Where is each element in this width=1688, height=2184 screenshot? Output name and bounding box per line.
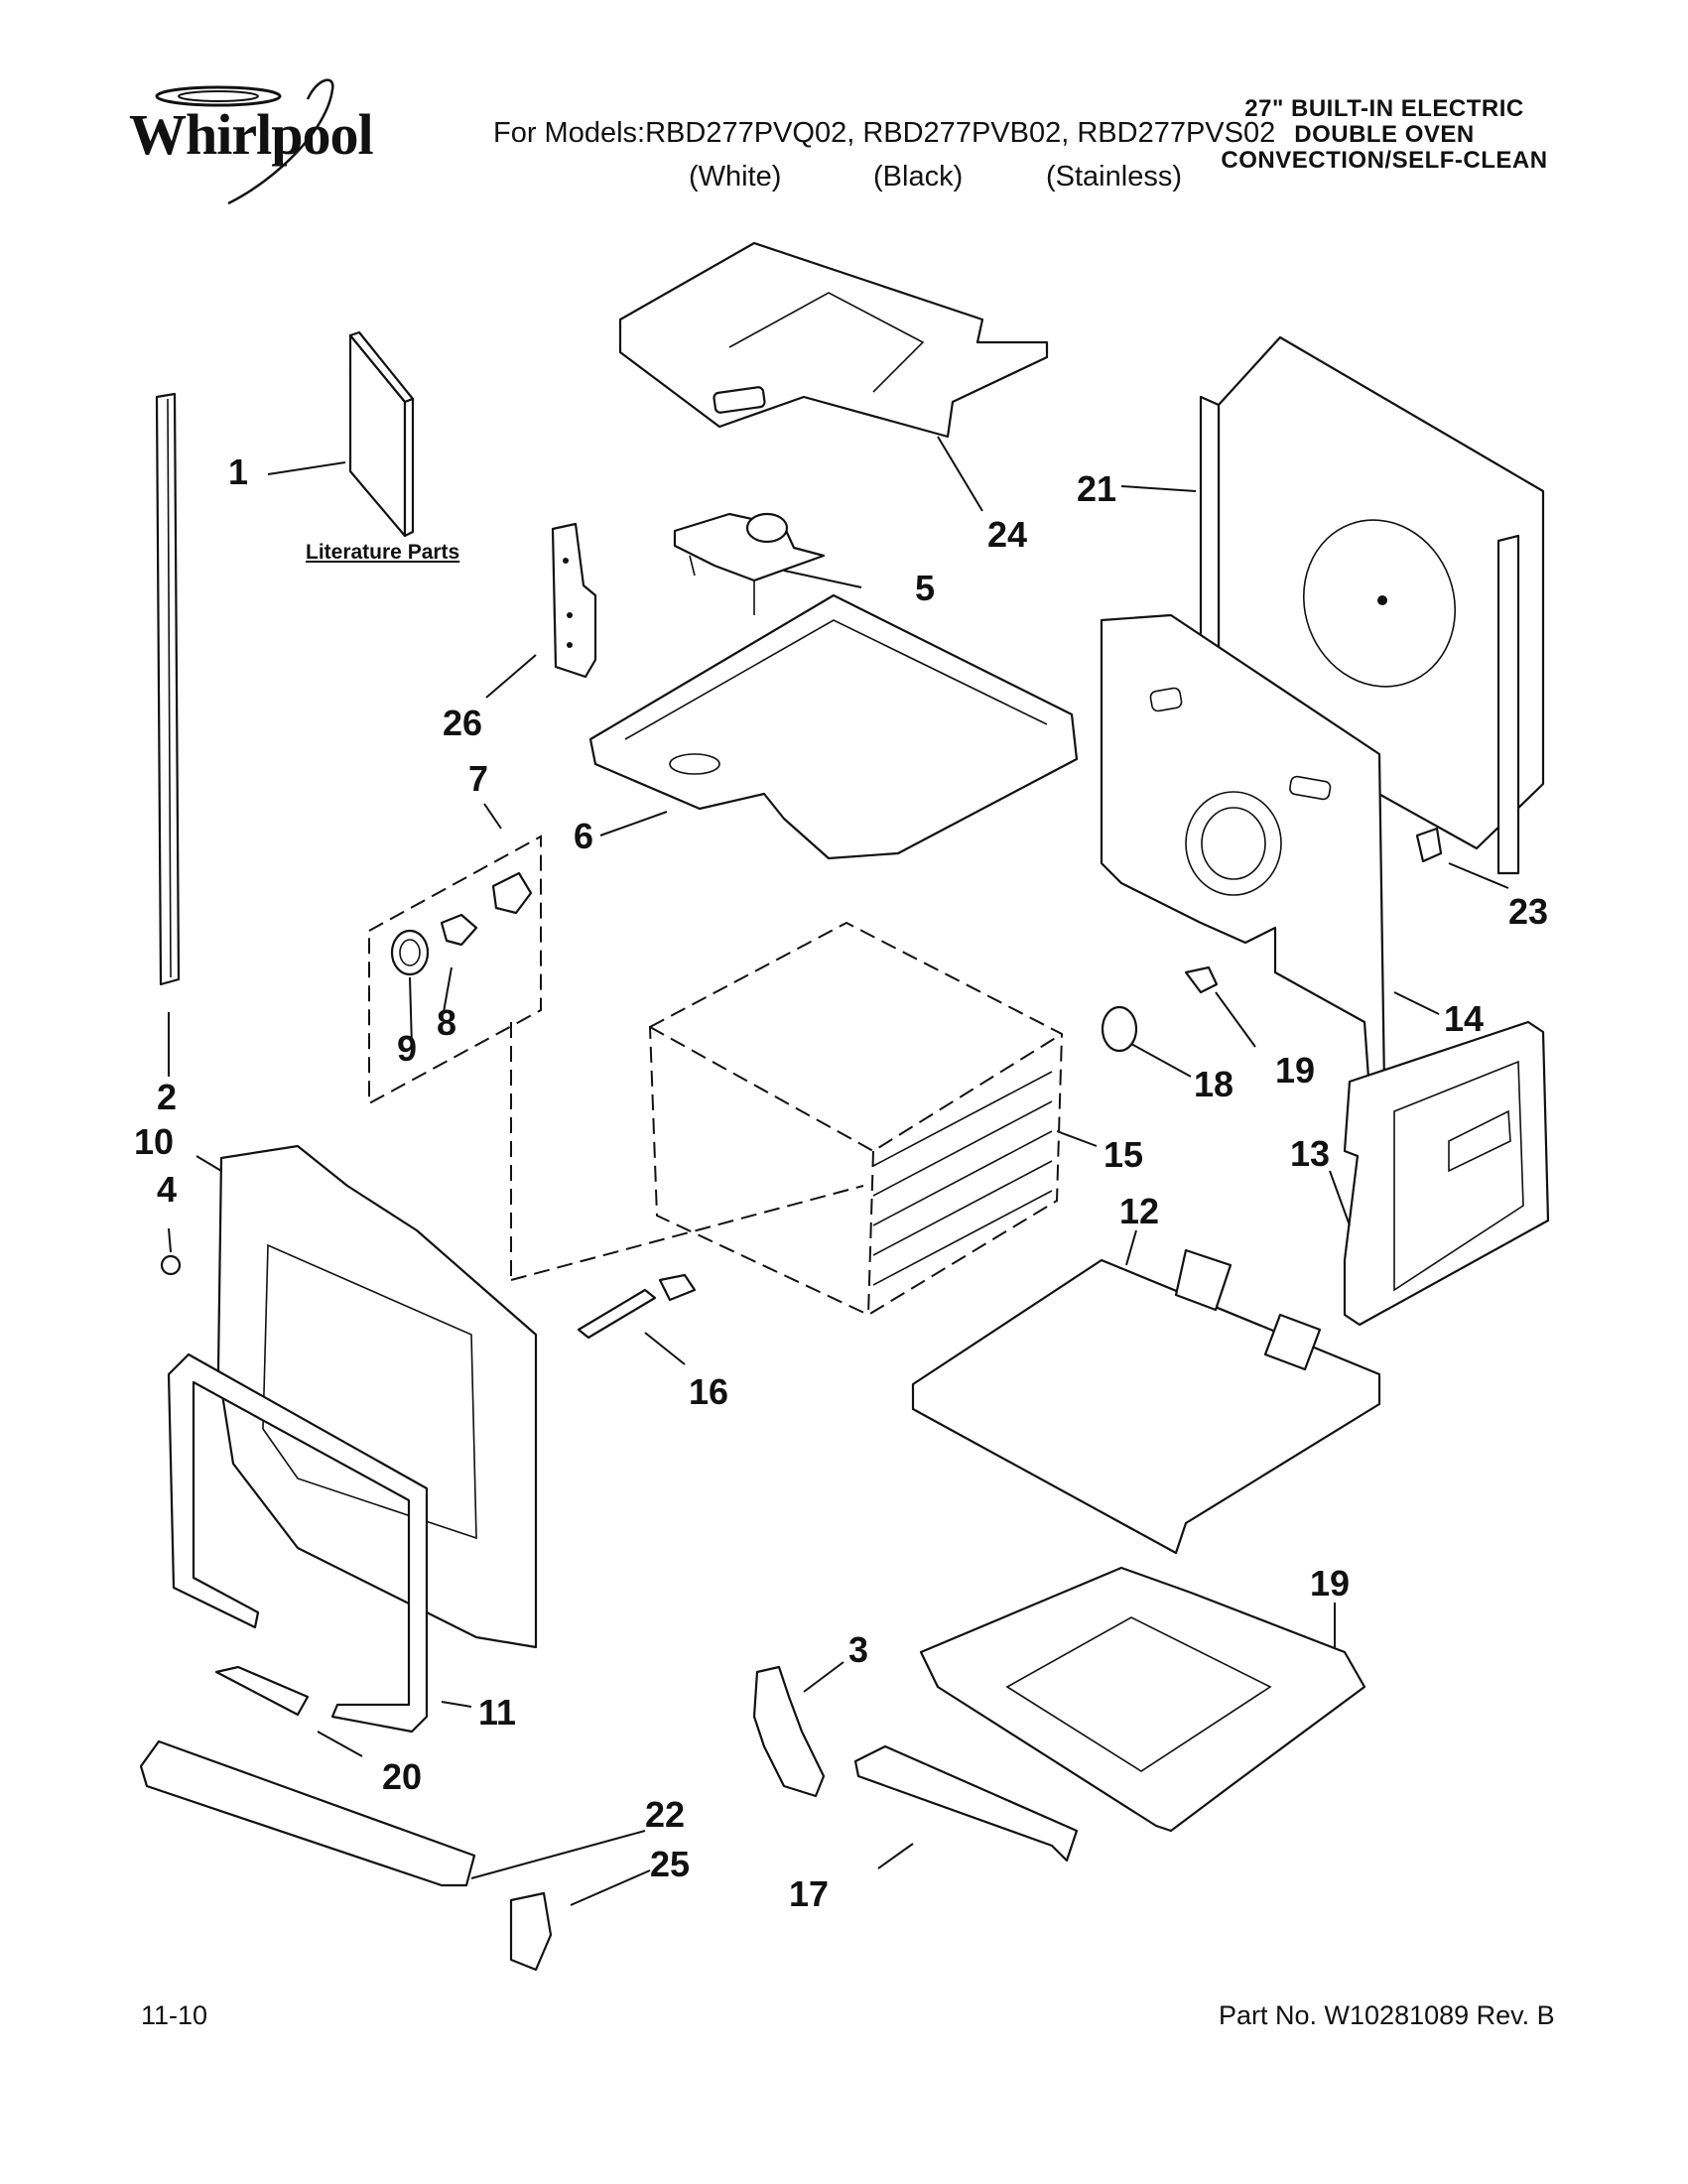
product-title-line2: DOUBLE OVEN xyxy=(1294,121,1475,148)
callout-2: 2 xyxy=(157,1077,178,1117)
callout-9: 9 xyxy=(397,1028,418,1069)
callout-7: 7 xyxy=(468,758,489,799)
callout-10: 10 xyxy=(134,1121,175,1162)
part-convection-panel xyxy=(1100,613,1386,1093)
part-lower-assembly xyxy=(752,1566,1366,1863)
part-side-bracket xyxy=(551,522,597,679)
part-oven-cavity xyxy=(510,921,1064,1317)
part-control-module xyxy=(673,512,826,615)
callout-25: 25 xyxy=(650,1844,691,1884)
product-title-line1: 27" BUILT-IN ELECTRIC xyxy=(1244,95,1524,122)
part-bottom-trim xyxy=(139,1665,553,1972)
color-stainless-label: (Stainless) xyxy=(1046,161,1182,193)
part-door-gasket xyxy=(167,1352,429,1734)
part-light-assembly-group xyxy=(368,835,542,1280)
part-bottom-shelf xyxy=(911,1248,1381,1555)
callout-26: 26 xyxy=(443,703,483,743)
callout-24: 24 xyxy=(987,514,1028,555)
callout-15: 15 xyxy=(1104,1134,1144,1175)
part-literature xyxy=(348,330,415,538)
literature-parts-label: Literature Parts xyxy=(306,541,460,564)
callout-4: 4 xyxy=(157,1169,178,1210)
color-white-label: (White) xyxy=(689,161,782,193)
callout-8: 8 xyxy=(437,1002,457,1043)
callout-5: 5 xyxy=(915,568,936,608)
callout-14: 14 xyxy=(1444,998,1485,1039)
part-temp-sensor xyxy=(577,1273,697,1340)
footer-date: 11-10 xyxy=(141,2000,208,2030)
footer-part-number: Part No. W10281089 Rev. B xyxy=(1219,2000,1555,2030)
callout-11: 11 xyxy=(478,1692,517,1733)
callout-13: 13 xyxy=(1290,1133,1331,1174)
color-black-label: (Black) xyxy=(873,161,964,193)
leader-lines xyxy=(168,436,1509,1906)
callout-21: 21 xyxy=(1077,468,1117,509)
callout-19-lower: 19 xyxy=(1310,1563,1351,1604)
callout-20: 20 xyxy=(382,1756,423,1797)
callout-1: 1 xyxy=(228,451,249,492)
callout-22: 22 xyxy=(645,1794,686,1835)
part-side-panel xyxy=(1343,1020,1550,1327)
part-oven-top xyxy=(588,593,1079,860)
callout-17: 17 xyxy=(789,1873,830,1914)
part-trim-strip xyxy=(155,392,181,986)
callout-18: 18 xyxy=(1194,1064,1234,1104)
part-small-components xyxy=(1101,827,1443,1053)
callout-6: 6 xyxy=(574,816,594,856)
whirlpool-logo: Whirlpool xyxy=(129,69,397,218)
callout-16: 16 xyxy=(689,1371,729,1412)
callout-12: 12 xyxy=(1119,1191,1160,1231)
part-top-shield xyxy=(618,241,1049,439)
product-title-line3: CONVECTION/SELF-CLEAN xyxy=(1221,147,1548,174)
callout-19-upper: 19 xyxy=(1275,1050,1316,1091)
part-door-frame xyxy=(160,1144,538,1649)
brand-wordmark: Whirlpool xyxy=(129,102,374,167)
callout-23: 23 xyxy=(1508,891,1549,932)
callout-3: 3 xyxy=(848,1629,869,1670)
models-label: For Models:RBD277PVQ02, RBD277PVB02, RBD… xyxy=(493,117,1276,149)
